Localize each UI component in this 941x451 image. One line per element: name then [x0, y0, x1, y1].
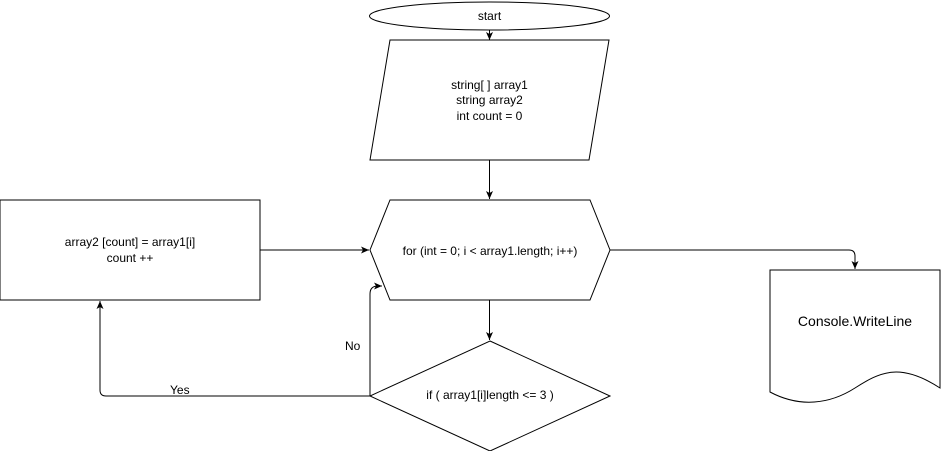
loop-label: for (int = 0; i < array1.length; i++)	[403, 244, 578, 258]
output-document-node: Console.WriteLine	[769, 269, 941, 403]
assign-line-2: count ++	[107, 251, 154, 265]
edge-loop-to-output	[610, 249, 859, 269]
start-label: start	[478, 9, 502, 23]
edge-condition-no-to-loop	[369, 282, 382, 396]
declarations-line-3: int count = 0	[457, 109, 523, 123]
declarations-line-2: string array2	[456, 93, 523, 107]
declarations-io-node: string[ ] array1 string array2 int count…	[369, 39, 610, 161]
assign-process-node: array2 [count] = array1[i] count ++	[0, 199, 261, 301]
edge-condition-yes-to-assign	[96, 301, 370, 397]
condition-decision-node: if ( array1[i]length <= 3 )	[368, 340, 612, 451]
edge-label-no: No	[345, 339, 361, 353]
loop-preparation-node: for (int = 0; i < array1.length; i++)	[369, 199, 611, 301]
edge-label-yes: Yes	[170, 383, 190, 397]
condition-label: if ( array1[i]length <= 3 )	[426, 388, 553, 402]
assign-line-1: array2 [count] = array1[i]	[65, 235, 195, 249]
output-label: Console.WriteLine	[798, 313, 912, 329]
declarations-line-1: string[ ] array1	[451, 78, 528, 92]
start-terminator: start	[369, 1, 610, 31]
